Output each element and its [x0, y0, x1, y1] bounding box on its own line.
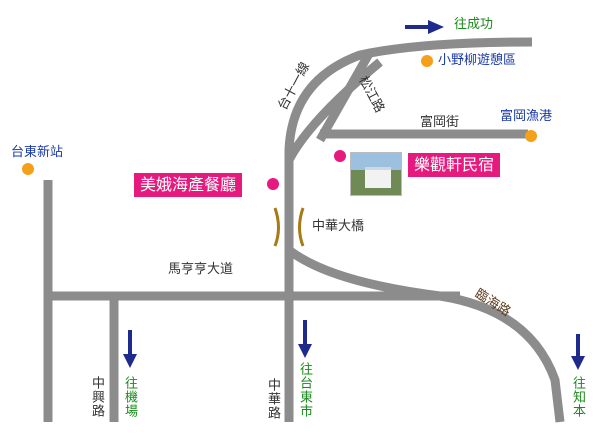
- road-tai11: [284, 37, 533, 422]
- marker-leguanxuan: [334, 150, 346, 162]
- direction-taitung-city: 往台東市: [297, 362, 312, 418]
- place-taitung-station: 台東新站: [11, 145, 64, 160]
- arrow-right-icon: [405, 20, 444, 34]
- marker-meie: [267, 178, 279, 190]
- place-xiaoyeliu: 小野柳遊憩區: [438, 53, 517, 68]
- arrow-down-icon-city: [298, 320, 312, 358]
- direction-zhiben: 往知本: [570, 376, 585, 418]
- label-leguanxuan: 樂觀軒民宿: [408, 153, 501, 177]
- bridge-mark-left: [273, 207, 280, 247]
- road-songjiang: [316, 49, 374, 143]
- label-meie-restaurant: 美娥海產餐廳: [134, 173, 243, 197]
- road-label-zhonghua: 中華路: [265, 378, 280, 420]
- direction-airport: 往機場: [122, 376, 137, 418]
- road-label-zhongxing: 中興路: [89, 376, 104, 418]
- marker-taitung-station: [22, 163, 34, 175]
- direction-chenggong: 往成功: [454, 17, 494, 32]
- marker-xiaoyeliu: [421, 55, 433, 67]
- place-zhonghua-bridge: 中華大橋: [312, 219, 365, 234]
- road-linhai: [286, 246, 565, 423]
- road-connector: [285, 58, 383, 163]
- bridge-mark-right: [298, 207, 305, 247]
- arrow-down-icon-zhiben: [571, 334, 585, 370]
- place-fugang-harbor: 富岡漁港: [500, 109, 553, 124]
- road-label-fugang: 富岡街: [420, 115, 460, 130]
- road-label-mahengheng: 馬亨亨大道: [168, 262, 234, 277]
- guesthouse-photo: [350, 152, 402, 196]
- marker-fugang-harbor: [525, 130, 537, 142]
- arrow-down-icon-airport: [123, 330, 137, 368]
